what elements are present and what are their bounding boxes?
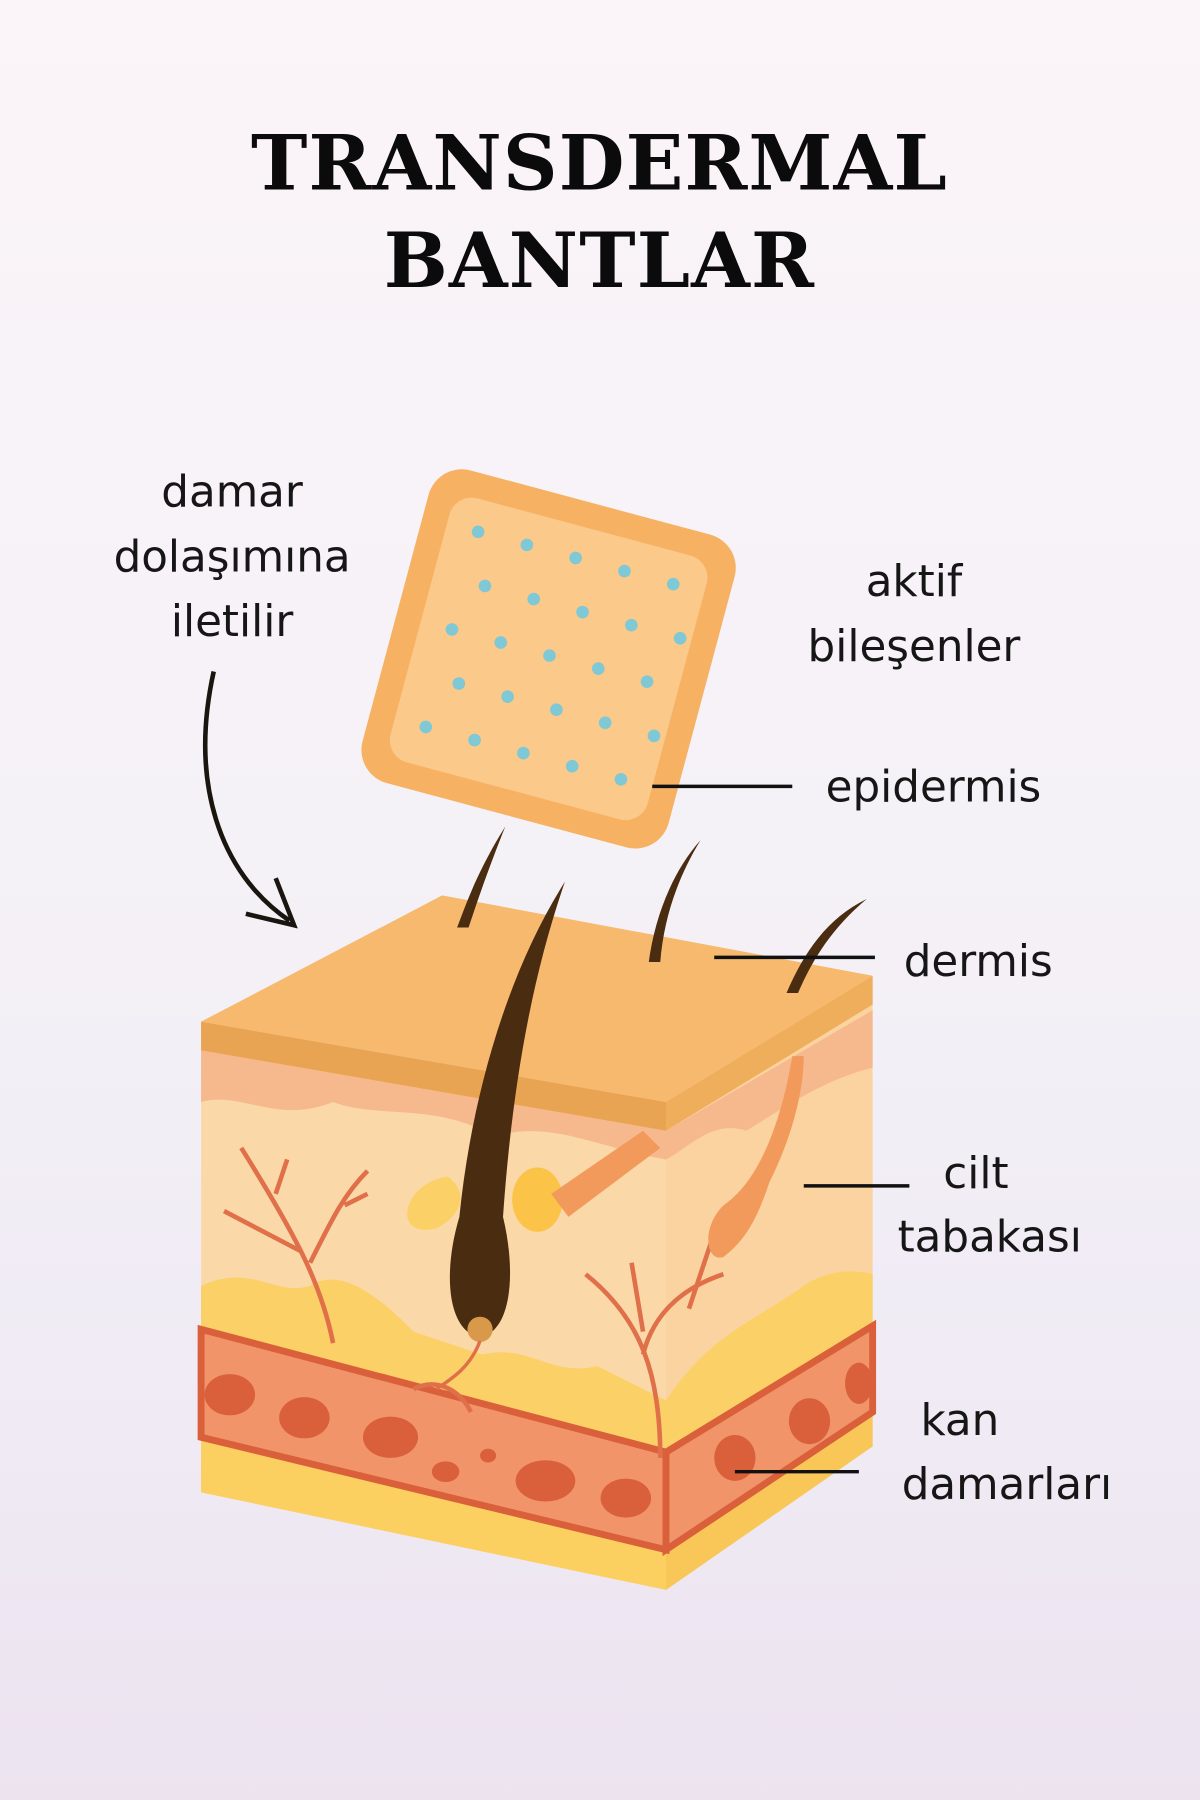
label-circulation-2: dolaşımına xyxy=(114,533,351,583)
active-ingredient-dot xyxy=(614,772,628,786)
label-active-2: bileşenler xyxy=(808,622,1021,672)
curved-arrow-icon xyxy=(203,671,298,929)
label-skin-layer-1: cilt xyxy=(943,1149,1008,1199)
active-ingredient-dot xyxy=(452,677,466,690)
capillaries xyxy=(222,1146,725,1458)
active-ingredient-dot xyxy=(543,649,556,662)
title-line-1: TRANSDERMAL xyxy=(251,118,948,207)
label-vessels-1: kan xyxy=(920,1396,999,1446)
active-ingredient-dot xyxy=(445,623,459,636)
active-ingredient-dot xyxy=(501,690,514,703)
label-circulation-3: iletilir xyxy=(171,597,294,647)
active-ingredient-dot xyxy=(673,631,687,645)
leader-lines xyxy=(652,784,910,1474)
active-ingredient-dot xyxy=(598,716,612,730)
active-ingredient-dot xyxy=(517,746,530,760)
active-ingredient-dot xyxy=(666,577,680,591)
active-ingredient-dot xyxy=(576,605,589,619)
active-ingredient-dots xyxy=(419,525,687,786)
label-epidermis: epidermis xyxy=(826,762,1042,812)
active-ingredient-dot xyxy=(471,525,485,539)
skin-surface xyxy=(201,895,873,1103)
active-ingredient-dot xyxy=(494,636,508,649)
skin-cross-section xyxy=(197,826,877,1590)
transdermal-patch xyxy=(361,469,736,849)
active-ingredient-dot xyxy=(468,733,481,747)
hairs xyxy=(457,826,867,993)
active-ingredient-dot xyxy=(478,579,492,593)
active-ingredient-dot xyxy=(419,720,433,734)
label-vessels-2: damarları xyxy=(902,1460,1112,1510)
active-ingredient-dot xyxy=(569,551,582,565)
active-ingredient-dot xyxy=(527,592,541,606)
epidermis-layer xyxy=(201,1050,667,1160)
label-dermis: dermis xyxy=(904,937,1053,987)
active-ingredient-dot xyxy=(647,729,661,743)
label-skin-layer-2: tabakası xyxy=(898,1212,1082,1262)
active-ingredient-dot xyxy=(625,618,638,632)
active-ingredient-dot xyxy=(591,662,605,675)
active-ingredient-dot xyxy=(565,759,579,773)
active-ingredient-dot xyxy=(550,703,563,717)
active-ingredient-dot xyxy=(520,538,534,552)
label-circulation-1: damar xyxy=(161,467,303,517)
label-active-1: aktif xyxy=(866,557,964,607)
active-ingredient-dot xyxy=(618,564,631,578)
active-ingredient-dot xyxy=(640,675,654,689)
hair-follicle xyxy=(435,881,565,1391)
title-line-2: BANTLAR xyxy=(384,216,815,305)
